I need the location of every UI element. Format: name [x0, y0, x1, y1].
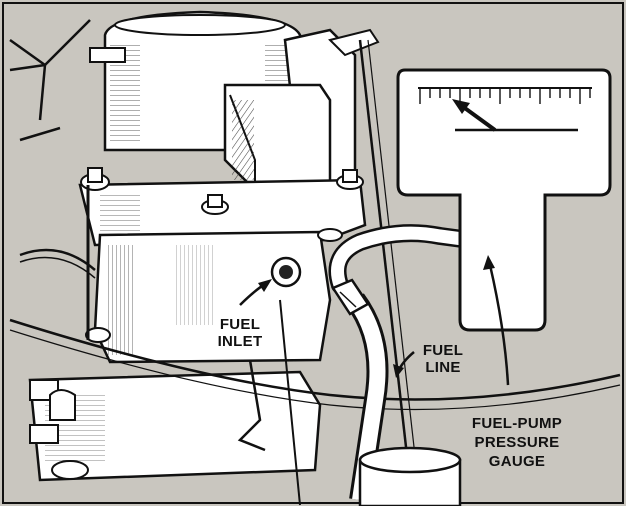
gauge-label-line3: GAUGE [462, 452, 572, 471]
fuel-line-label-line2: LINE [408, 359, 478, 376]
canister [360, 448, 460, 506]
gauge-label-line2: PRESSURE [462, 433, 572, 452]
gauge-label-line1: FUEL-PUMP [462, 414, 572, 433]
fuel-inlet-label-line2: INLET [200, 333, 280, 350]
fuel-inlet-label-line1: FUEL [200, 316, 280, 333]
fuel-inlet-label: FUEL INLET [200, 316, 280, 350]
gauge-label: FUEL-PUMP PRESSURE GAUGE [462, 414, 572, 471]
fuel-line-label: FUEL LINE [408, 342, 478, 376]
fuel-line-label-line1: FUEL [408, 342, 478, 359]
